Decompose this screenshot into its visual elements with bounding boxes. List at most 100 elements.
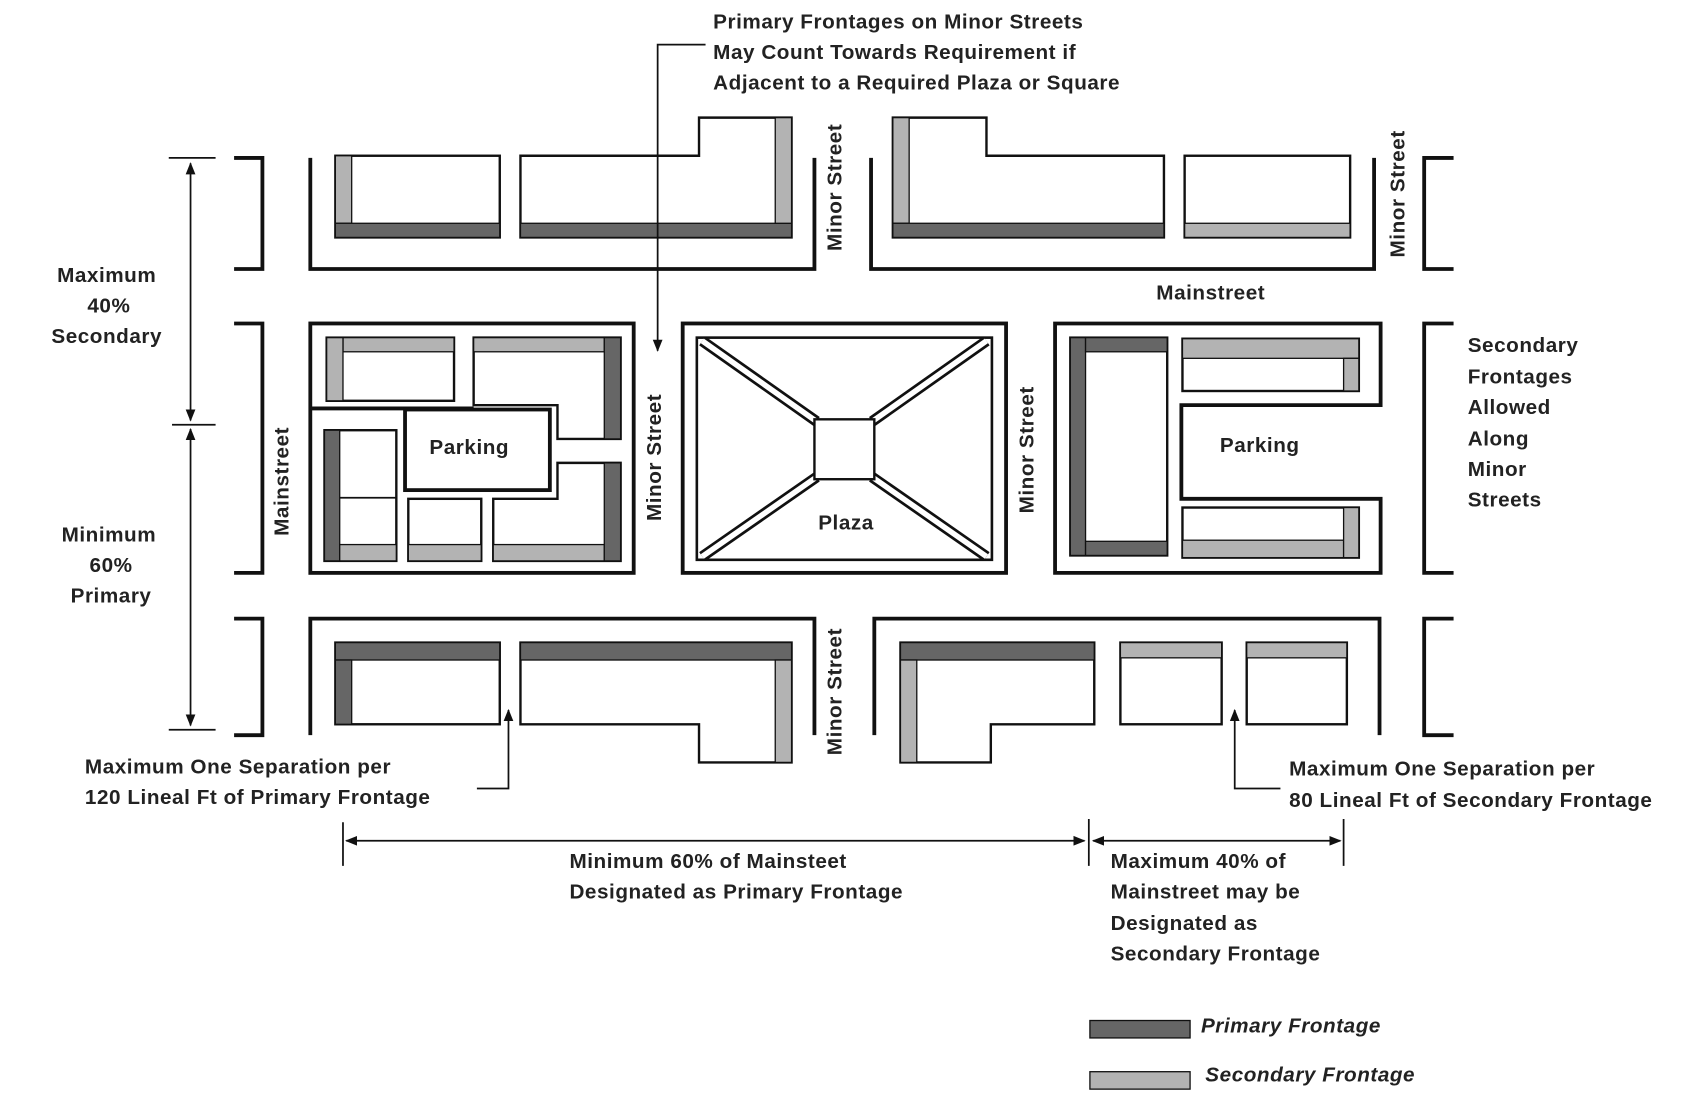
callout-line: Primary Frontages on Minor Streets [713,10,1083,33]
primary-frontage [892,222,1165,239]
legend-swatch-secondary [1089,1071,1191,1090]
secondary-frontage [1246,641,1348,659]
callout-line: Maximum One Separation per [1289,757,1595,780]
dimension-label: 60% [90,554,133,577]
minor-street-label: Minor Street [643,394,666,521]
plaza-center [813,418,876,481]
parking-block-left: Parking [308,321,636,575]
block-outline [308,157,817,271]
dimension-label: Maximum [57,264,156,287]
secondary-frontage [342,336,455,353]
legend-label-primary: Primary Frontage [1201,1015,1381,1038]
primary-frontage [899,641,1095,661]
secondary-frontage [774,116,793,224]
plaza-label: Plaza [818,511,874,534]
secondary-frontage [774,659,793,764]
minor-street-label: Minor Street [1015,386,1038,513]
note-line: Along [1468,427,1529,450]
street-edge-bracket [234,616,265,738]
block-outline [869,157,1376,271]
building [891,116,1166,239]
primary-frontage [323,429,341,562]
dimension-label: Primary [71,584,152,607]
dimension-label: Secondary [51,325,162,348]
parking-block-right: Parking [1053,321,1383,575]
block-outline [872,616,1382,736]
dimension-label: Designated as [1111,912,1258,935]
legend-label-secondary: Secondary Frontage [1205,1064,1415,1087]
primary-frontage [1084,540,1168,557]
primary-frontage [334,222,501,239]
leader-arrow [652,43,706,352]
building [519,116,793,239]
street-edge-bracket [1422,616,1454,738]
bottom-right-block [872,616,1454,764]
parking-label: Parking [429,436,509,459]
primary-frontage [1084,336,1168,353]
parking-label: Parking [1220,434,1300,457]
note-line: Secondary [1468,334,1579,357]
primary-frontage [519,641,793,661]
block-outline [308,616,817,736]
block-outline [308,321,636,575]
secondary-frontage [1181,539,1345,559]
secondary-frontage [407,543,482,562]
street-edge-bracket [1422,321,1454,575]
dimension-label: Minimum [62,523,157,546]
primary-frontage [519,222,793,239]
top-left-block [234,116,817,271]
top-right-block [869,116,1454,271]
secondary-frontage [899,659,918,764]
secondary-frontage [339,543,397,562]
plaza-walkways [699,336,990,562]
parking-lot [403,407,552,493]
street-edge-bracket [234,321,265,575]
secondary-frontage [1342,506,1360,559]
dimension-label: Mainstreet may be [1111,881,1301,904]
legend-swatch-primary [1089,1019,1191,1039]
primary-frontage [603,462,622,562]
dimension-label: Maximum 40% of [1111,850,1286,873]
mainstreet-label: Mainstreet [1156,282,1265,305]
bottom-left-block [234,616,817,764]
callout-line: 120 Lineal Ft of Primary Frontage [85,786,431,809]
callout-primary-separation: Maximum One Separation per 120 Lineal Ft… [85,708,514,809]
block-outline [1053,321,1383,575]
secondary-frontage [334,155,353,224]
block-outline [680,321,1008,575]
callout-minor-street-primary: Primary Frontages on Minor Streets May C… [652,10,1120,352]
dimension-ticks [342,819,1345,866]
primary-frontage [334,659,353,725]
note-line: Allowed [1468,396,1551,419]
note-line: Streets [1468,488,1542,511]
callout-line: May Count Towards Requirement if [713,41,1076,64]
minor-street-label: Minor Street [1387,130,1410,257]
secondary-frontage [492,543,605,562]
building [1069,336,1169,557]
secondary-frontage [325,336,344,402]
secondary-frontage [1181,338,1360,359]
primary-frontage [603,336,622,440]
note-line: Minor [1468,458,1527,481]
callout-line: Maximum One Separation per [85,755,391,778]
callout-secondary-separation: Maximum One Separation per 80 Lineal Ft … [1229,708,1652,812]
vertical-dimension: Maximum 40% Secondary Minimum 60% Primar… [51,157,216,731]
secondary-frontage [1342,357,1360,392]
callout-line: 80 Lineal Ft of Secondary Frontage [1289,789,1652,812]
legend: Primary Frontage Secondary Frontage [1089,1015,1415,1090]
street-edge-bracket [234,156,265,271]
plaza-edge [695,336,994,562]
primary-frontage [334,641,501,661]
dimension-label: 40% [87,295,130,318]
secondary-frontage [472,336,605,353]
minor-street-label: Minor Street [824,628,847,755]
secondary-allowed-note: Secondary Frontages Allowed Along Minor … [1468,334,1579,512]
dimension-label: Minimum 60% of Mainsteet [569,850,846,873]
secondary-frontage [892,116,910,224]
dimension-label: Designated as Primary Frontage [569,881,903,904]
plaza-block: Plaza [680,321,1008,575]
primary-frontage [1069,336,1087,557]
callout-line: Adjacent to a Required Plaza or Square [713,71,1120,94]
leader-arrow [1229,708,1281,790]
